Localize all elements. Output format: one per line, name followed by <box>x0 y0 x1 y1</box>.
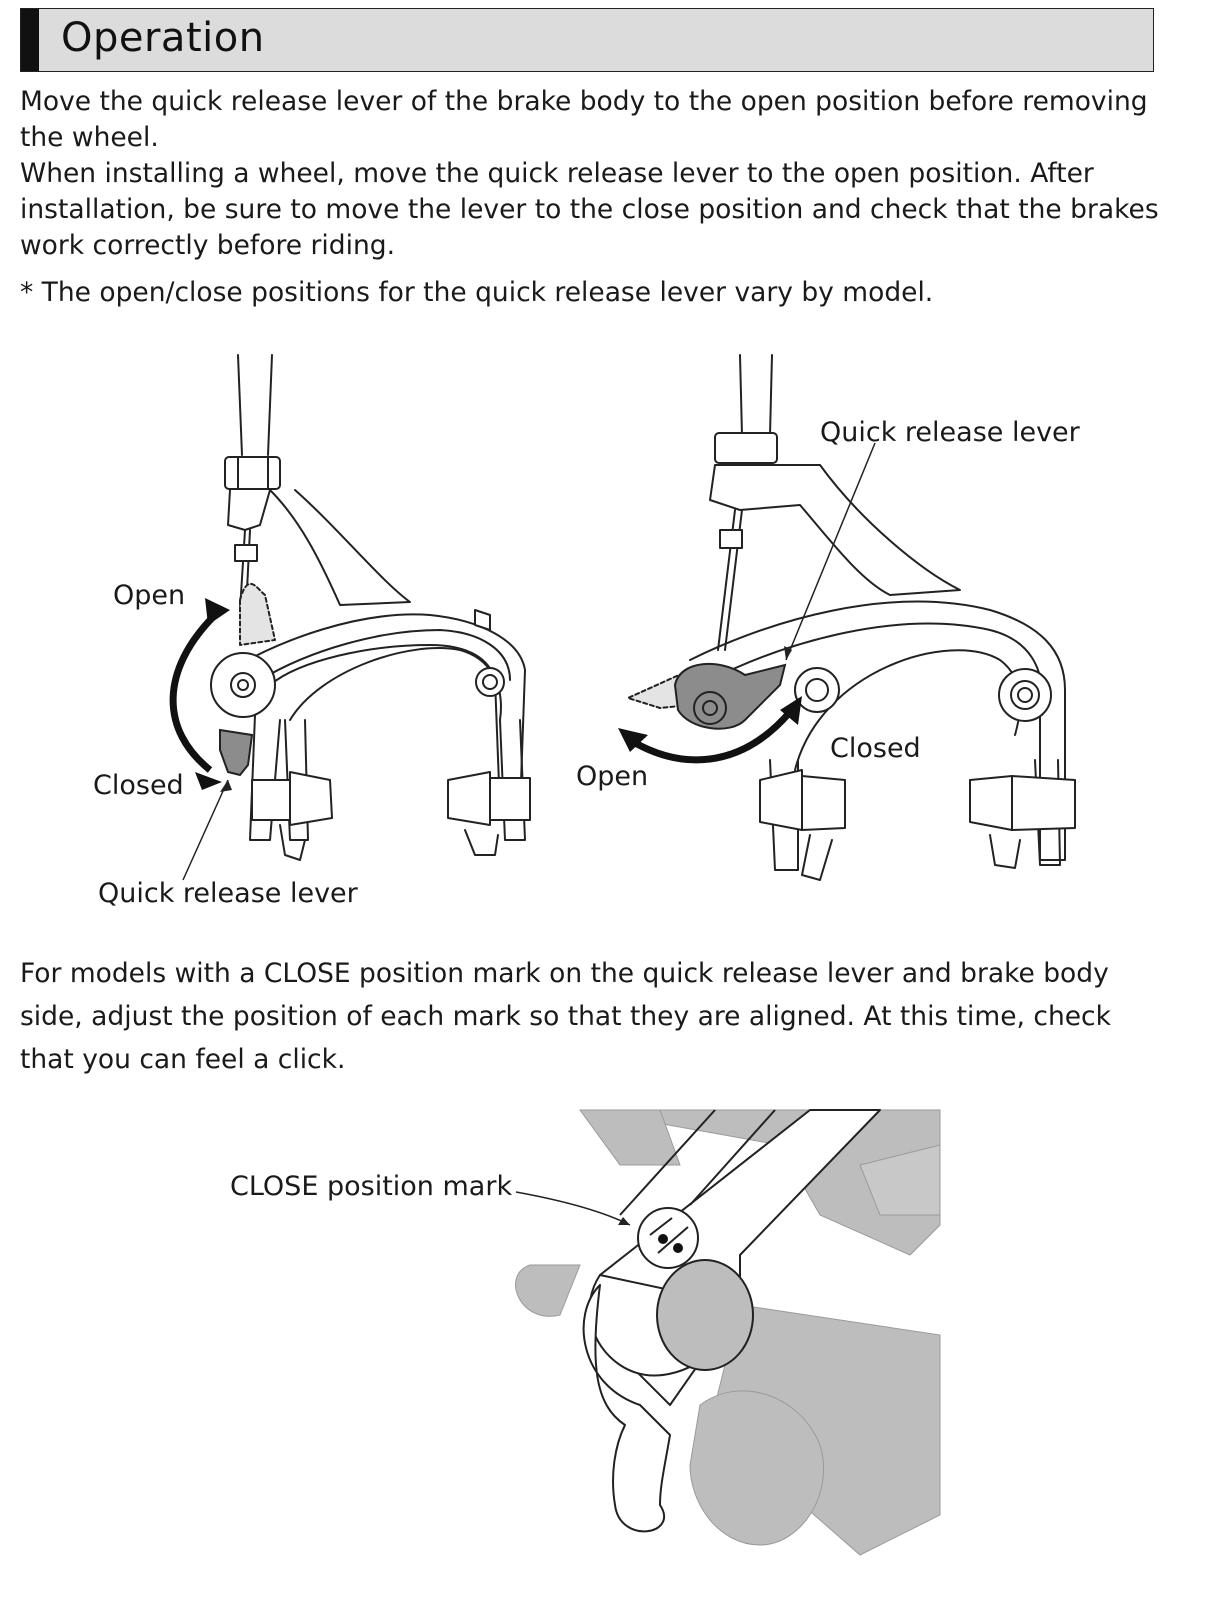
close-mark-illustration <box>515 1109 941 1556</box>
right-open-label: Open <box>576 761 649 792</box>
figure-right-brake: Quick release lever Closed Open <box>570 340 1090 900</box>
paragraph-remove-wheel: Move the quick release lever of the brak… <box>20 86 1148 153</box>
right-lever-label: Quick release lever <box>820 417 1080 448</box>
section-title: Operation <box>61 15 265 61</box>
note-open-close-positions: * The open/close positions for the quick… <box>20 277 934 308</box>
left-brake-illustration <box>169 354 531 881</box>
right-brake-illustration <box>618 354 1076 881</box>
left-closed-label: Closed <box>93 770 184 801</box>
left-open-label: Open <box>113 580 186 611</box>
paragraph-install-wheel: When installing a wheel, move the quick … <box>20 158 1159 261</box>
right-closed-label: Closed <box>830 733 921 764</box>
figure-close-mark: CLOSE position mark <box>220 1105 950 1565</box>
left-lever-label: Quick release lever <box>98 878 358 909</box>
paragraph-close-mark: For models with a CLOSE position mark on… <box>20 958 1111 1075</box>
section-header-bar <box>21 9 39 71</box>
close-mark-label: CLOSE position mark <box>230 1171 513 1202</box>
figure-left-brake: Open Closed Quick release lever <box>80 340 560 930</box>
section-header: Operation <box>20 8 1154 72</box>
